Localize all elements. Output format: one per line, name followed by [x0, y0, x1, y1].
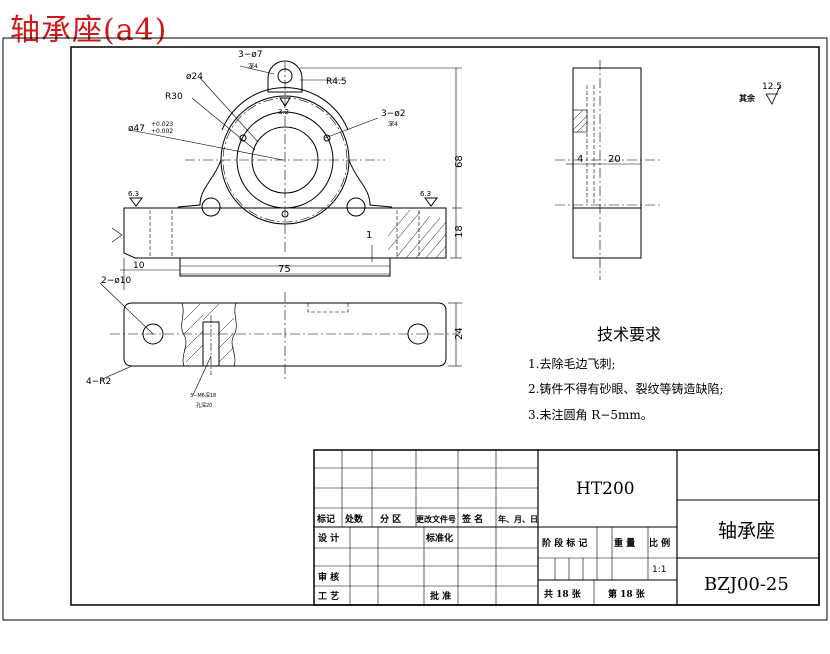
dim-r30: R30	[165, 92, 183, 102]
header-count: 处数	[344, 513, 364, 525]
dim-18: 18	[454, 225, 465, 238]
general-roughness: 12.5 其余	[739, 82, 782, 105]
roughness-6-3-left: 6.3	[128, 190, 139, 198]
dim-phi47: ø47	[128, 124, 145, 134]
front-view-dimensions: 3−ø7 深4 ø24 R4.5 R30 3−ø2 深4 ø47 +0.023 …	[128, 50, 465, 275]
header-signature: 签 名	[461, 513, 483, 525]
label-process: 工 艺	[318, 590, 339, 602]
header-change-doc: 更改文件号	[416, 514, 456, 524]
dim-phi47-tol-up: +0.023	[151, 121, 173, 128]
page-title: 轴承座(a4)	[10, 13, 168, 48]
label-weight: 重 量	[614, 537, 635, 549]
front-view	[111, 60, 462, 290]
side-view	[555, 60, 660, 280]
dim-3-phi7: 3−ø7	[238, 50, 263, 60]
top-view-dimensions: 2−ø10 24 4−R2 3−M6深18 孔深20	[86, 276, 465, 409]
sheet-total: 共 18 张	[544, 588, 582, 600]
dim-3-phi2: 3−ø2	[381, 109, 406, 119]
outer-border	[2, 37, 828, 621]
dim-4-r2: 4−R2	[86, 377, 111, 387]
title-block-text: HT200 轴承座 BZJ00-25 1:1 标记 处数 分 区 更改文件号 签…	[316, 479, 789, 602]
dim-4: 4	[577, 154, 583, 165]
label-review: 审 核	[318, 571, 339, 583]
roughness-3-2: 3.2	[278, 108, 289, 116]
label-standardization: 标准化	[425, 532, 453, 544]
top-view	[99, 282, 462, 396]
label-design: 设 计	[318, 532, 339, 544]
dim-1: 1	[366, 230, 372, 241]
note-1: 1.去除毛边飞刺;	[528, 356, 616, 371]
dim-75: 75	[278, 264, 291, 275]
scale-value: 1:1	[652, 565, 666, 575]
label-scale: 比 例	[649, 537, 670, 549]
technical-requirements: 技术要求 1.去除毛边飞刺; 2.铸件不得有砂眼、裂纹等铸造缺陷; 3.未注圆角…	[528, 325, 724, 422]
hole-note-depth: 孔深20	[196, 402, 212, 409]
dim-2-phi10: 2−ø10	[101, 276, 131, 286]
drawing-number: BZJ00-25	[704, 574, 789, 595]
label-approve: 批 准	[430, 590, 451, 602]
note-2: 2.铸件不得有砂眼、裂纹等铸造缺陷;	[528, 381, 724, 396]
dim-3-phi2-depth: 深4	[388, 120, 398, 128]
header-date: 年、月、日	[498, 514, 538, 524]
part-name: 轴承座	[718, 520, 775, 542]
roughness-remaining-label: 其余	[739, 93, 756, 103]
side-view-dimensions: 4 20	[577, 154, 621, 165]
dim-24: 24	[454, 327, 465, 340]
note-3: 3.未注圆角 R−5mm。	[528, 407, 653, 422]
dim-r45: R4.5	[326, 77, 347, 87]
material: HT200	[576, 479, 635, 499]
label-stage-mark: 阶 段 标 记	[542, 537, 587, 549]
dim-10: 10	[133, 261, 145, 271]
header-zone: 分 区	[380, 513, 401, 525]
title-block	[313, 449, 820, 606]
roughness-12-5: 12.5	[762, 82, 782, 92]
dim-20: 20	[608, 154, 621, 165]
header-mark: 标记	[316, 513, 335, 525]
dim-3-phi7-depth: 深4	[248, 62, 258, 70]
dim-phi24: ø24	[186, 72, 203, 82]
dim-68: 68	[454, 155, 465, 168]
notes-title: 技术要求	[597, 325, 661, 344]
dim-phi47-tol-low: +0.002	[151, 128, 173, 135]
hole-note-thread: 3−M6深18	[190, 392, 216, 399]
roughness-6-3-right: 6.3	[420, 190, 431, 198]
sheet-number: 第 18 张	[608, 588, 646, 600]
